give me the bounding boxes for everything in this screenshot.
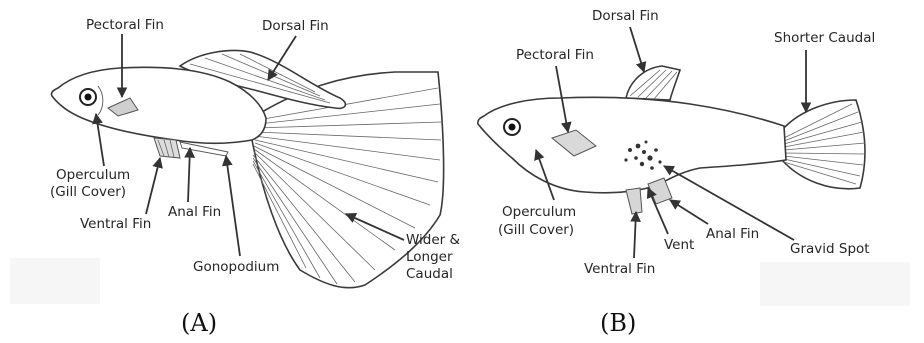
label-operculum-b: Operculum bbox=[502, 204, 576, 220]
label-shorter-caudal-b: Shorter Caudal bbox=[774, 30, 875, 46]
label-ventral-fin-a: Ventral Fin bbox=[80, 216, 151, 232]
label-caudal-wider-a: Wider & bbox=[406, 232, 461, 248]
label-caudal-longer-a: Longer bbox=[406, 249, 453, 265]
caption-b: (B) bbox=[600, 309, 636, 337]
label-vent-b: Vent bbox=[664, 237, 694, 253]
gonopodium-a bbox=[180, 142, 228, 156]
panel-a-male-guppy: Pectoral Fin Dorsal Fin Operculum (Gill … bbox=[50, 17, 461, 337]
label-pectoral-fin-b: Pectoral Fin bbox=[516, 47, 594, 63]
dorsal-fin-b bbox=[626, 66, 680, 100]
caption-a: (A) bbox=[181, 309, 217, 337]
label-dorsal-fin-b: Dorsal Fin bbox=[592, 8, 659, 24]
label-gill-cover-a: (Gill Cover) bbox=[50, 184, 126, 200]
label-dorsal-fin-a: Dorsal Fin bbox=[262, 18, 329, 34]
ventral-fin-a bbox=[154, 138, 180, 158]
caudal-fin-b bbox=[782, 100, 865, 189]
label-caudal-caudal-a: Caudal bbox=[406, 266, 453, 282]
label-anal-fin-a: Anal Fin bbox=[168, 204, 221, 220]
label-gravid-spot-b: Gravid Spot bbox=[790, 241, 870, 257]
body-b bbox=[478, 97, 786, 193]
label-anal-fin-b: Anal Fin bbox=[706, 226, 759, 242]
label-operculum-a: Operculum bbox=[56, 167, 130, 183]
ventral-fin-b bbox=[626, 188, 642, 214]
label-gonopodium-a: Gonopodium bbox=[193, 259, 279, 275]
label-gill-cover-b: (Gill Cover) bbox=[498, 222, 574, 238]
label-pectoral-fin-a: Pectoral Fin bbox=[86, 17, 164, 33]
label-ventral-fin-b: Ventral Fin bbox=[584, 261, 655, 277]
